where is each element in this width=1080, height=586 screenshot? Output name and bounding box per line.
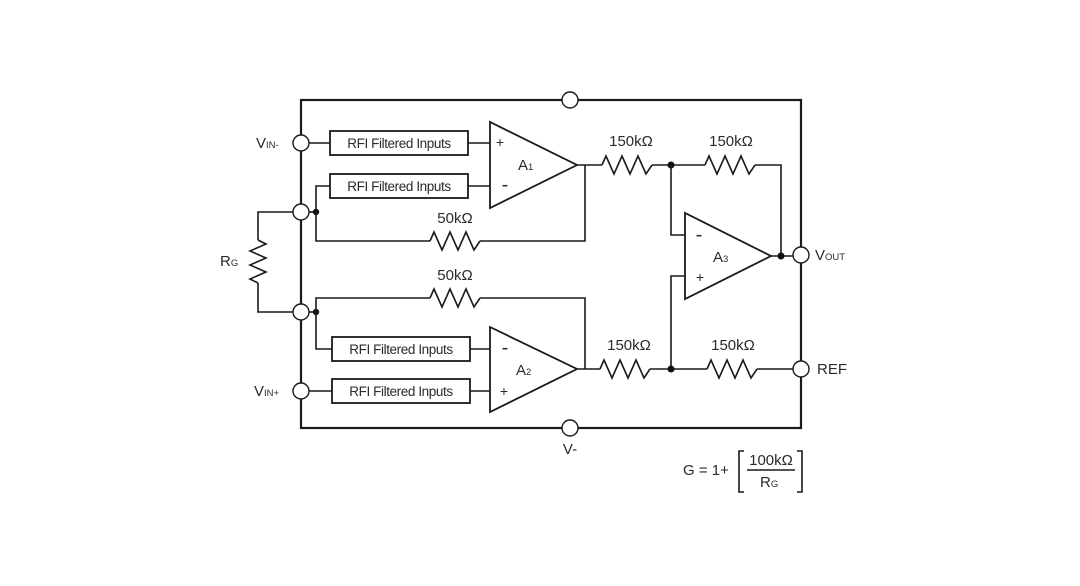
wire-fb-top-right: [480, 165, 586, 242]
resistor-top-left-label: 150kΩ: [609, 133, 653, 150]
wire-fb-top-left: [315, 212, 430, 242]
wire-fb-bottom-right: [480, 297, 586, 369]
resistor-fb-top-label: 50kΩ: [437, 210, 472, 227]
wire-a3-plus: [670, 275, 685, 369]
rfi-filter-bottom-1: [331, 336, 471, 362]
rg-wire-bottom: [257, 283, 293, 313]
rg-wire-top: [257, 211, 293, 240]
v-minus-label: V-: [563, 441, 577, 458]
junction-output: [777, 252, 785, 260]
vin-minus-pin: [292, 134, 310, 152]
wire-a3-minus: [670, 165, 685, 236]
formula-lhs: G = 1+: [683, 462, 729, 479]
wire-rg-bottom-to-filter: [315, 312, 332, 350]
resistor-bottom-left: [599, 358, 651, 380]
ref-label: REF: [817, 361, 847, 378]
rfi-filter-bottom-1-label: RFI Filtered Inputs: [349, 342, 453, 357]
resistor-fb-top: [429, 230, 481, 252]
vin-plus-label: VIN+: [254, 383, 280, 400]
chip-package-outline: [299, 98, 803, 430]
a3-minus-sign: -: [696, 224, 703, 246]
formula-left-bracket: [738, 450, 744, 493]
wire-fb-bottom-left: [315, 297, 430, 312]
resistor-bottom-right: [706, 358, 758, 380]
a3-label: A3: [713, 249, 728, 266]
vin-plus-pin: [292, 382, 310, 400]
vout-pin: [792, 246, 810, 264]
rg-bottom-pin: [292, 303, 310, 321]
formula-right-bracket: [797, 450, 803, 493]
resistor-fb-bottom-label: 50kΩ: [437, 267, 472, 284]
vin-minus-label: VIN-: [256, 135, 279, 152]
resistor-bottom-left-label: 150kΩ: [607, 337, 651, 354]
rfi-filter-bottom-2: [331, 378, 471, 404]
formula-denominator: RG: [760, 474, 778, 491]
rg-label: RG: [220, 253, 238, 270]
v-minus-pin: [561, 419, 579, 437]
junction-bottom-mid: [667, 365, 675, 373]
ref-pin: [792, 360, 810, 378]
resistor-fb-bottom: [429, 287, 481, 309]
formula-numerator: 100kΩ: [749, 452, 793, 469]
a2-plus-sign: +: [500, 383, 508, 399]
rg-top-pin: [292, 203, 310, 221]
rg-resistor: [248, 239, 268, 284]
resistor-top-left: [601, 154, 653, 176]
v-plus-pin: [561, 91, 579, 109]
a1-label: A1: [518, 157, 533, 174]
opamp-a1: [489, 120, 580, 210]
a3-plus-sign: +: [696, 269, 704, 285]
resistor-top-right-label: 150kΩ: [709, 133, 753, 150]
rfi-filter-bottom-2-label: RFI Filtered Inputs: [349, 384, 453, 399]
wire-top-feedback-to-out: [755, 164, 782, 255]
a2-minus-sign: -: [502, 337, 509, 359]
rfi-filter-top-2-label: RFI Filtered Inputs: [347, 179, 451, 194]
vout-label: VOUT: [815, 247, 845, 264]
opamp-a3: [684, 211, 774, 301]
rfi-filter-top-1: [329, 130, 469, 156]
a1-plus-sign: +: [496, 134, 504, 150]
opamp-a2: [489, 325, 580, 414]
wire-rg-top-to-filter: [315, 185, 330, 212]
a1-minus-sign: -: [502, 174, 509, 196]
a2-label: A2: [516, 362, 531, 379]
resistor-top-right: [704, 154, 756, 176]
rfi-filter-top-1-label: RFI Filtered Inputs: [347, 136, 451, 151]
resistor-bottom-right-label: 150kΩ: [711, 337, 755, 354]
